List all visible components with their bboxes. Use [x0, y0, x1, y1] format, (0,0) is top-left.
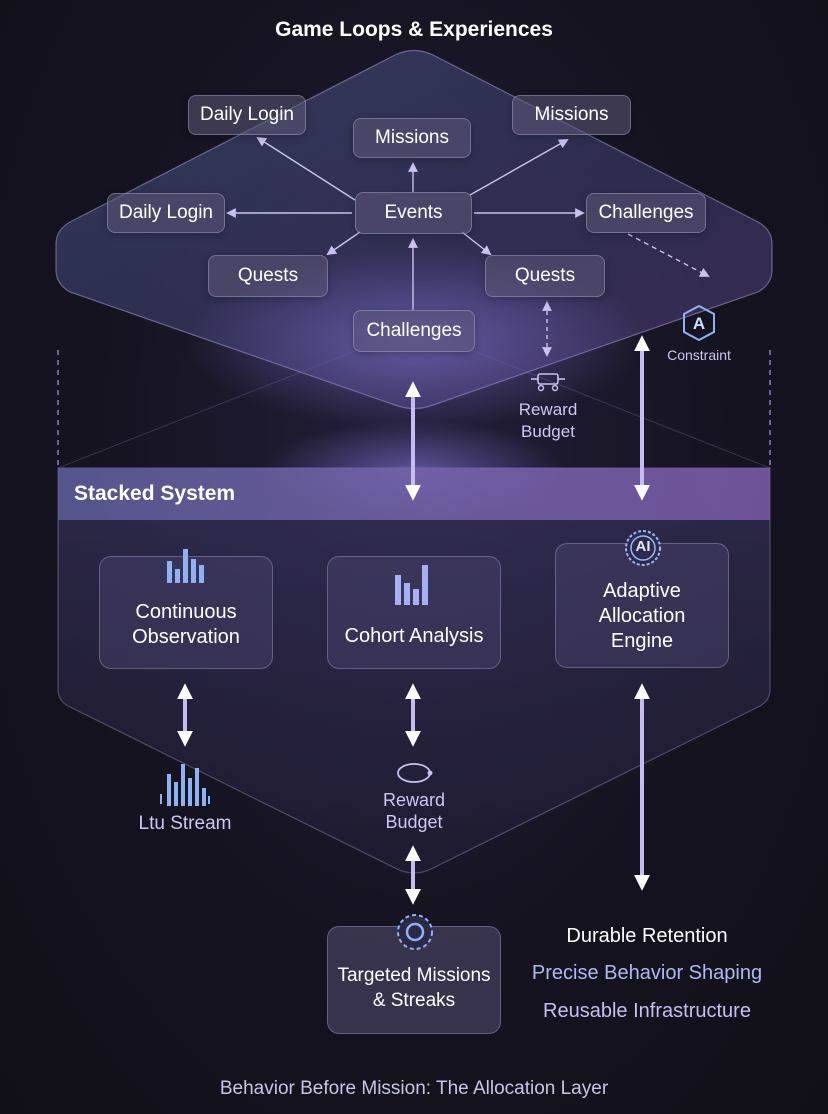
scale-icon — [529, 368, 567, 392]
outcome-durable-retention: Durable Retention — [566, 925, 728, 947]
outcome-reusable-infrastructure: Reusable Infrastructure — [543, 1000, 751, 1022]
card-observation-line2: Observation — [132, 626, 240, 648]
node-quests-left[interactable]: Quests — [208, 255, 328, 297]
node-quests-right[interactable]: Quests — [485, 255, 605, 297]
constraint-label: Constraint — [667, 347, 731, 363]
card-allocation-line1: Adaptive — [603, 580, 681, 602]
token-icon — [392, 760, 436, 786]
svg-text:A: A — [693, 314, 705, 333]
bar-chart-icon — [164, 545, 210, 585]
node-missions-right[interactable]: Missions — [512, 95, 631, 135]
card-cohort-analysis[interactable]: Cohort Analysis — [327, 556, 501, 669]
reward-budget-top-label: Reward Budget — [518, 400, 578, 441]
stream-bars-icon — [158, 760, 212, 808]
reward-budget-bottom-label: Reward Budget — [382, 790, 446, 832]
a-hexagon-icon: A — [679, 303, 719, 343]
card-cohort-label: Cohort Analysis — [344, 625, 484, 647]
card-continuous-observation[interactable]: Continuous Observation — [99, 549, 273, 669]
card-targeted-missions[interactable]: Targeted Missions & Streaks — [327, 914, 501, 1034]
node-challenges-bottom[interactable]: Challenges — [353, 310, 475, 352]
card-allocation-line2: Allocation — [598, 605, 686, 627]
ai-chip-text: AI — [635, 538, 651, 555]
bar-chart-icon — [392, 559, 438, 607]
node-daily-login-left[interactable]: Daily Login — [107, 193, 225, 233]
card-allocation-line3: Engine — [610, 630, 674, 652]
diagram-title: Game Loops & Experiences — [275, 18, 553, 41]
ai-chip-icon: AI — [623, 528, 663, 568]
targeted-line2: & Streaks — [372, 990, 456, 1011]
node-missions-center[interactable]: Missions — [353, 118, 471, 158]
outcome-precise-behavior-shaping: Precise Behavior Shaping — [531, 962, 763, 984]
targeted-line1: Targeted Missions — [337, 965, 491, 986]
footer-caption: Behavior Before Mission: The Allocation … — [219, 1078, 609, 1099]
gear-icon — [394, 911, 436, 953]
stacked-system-label: Stacked System — [74, 482, 236, 505]
card-adaptive-allocation-engine[interactable]: AI Adaptive Allocation Engine — [555, 530, 729, 668]
node-challenges-right[interactable]: Challenges — [586, 193, 706, 233]
node-events[interactable]: Events — [355, 192, 472, 234]
ltu-stream-label: Ltu Stream — [138, 813, 232, 834]
card-observation-line1: Continuous — [135, 601, 237, 623]
node-daily-login-top[interactable]: Daily Login — [188, 95, 306, 135]
